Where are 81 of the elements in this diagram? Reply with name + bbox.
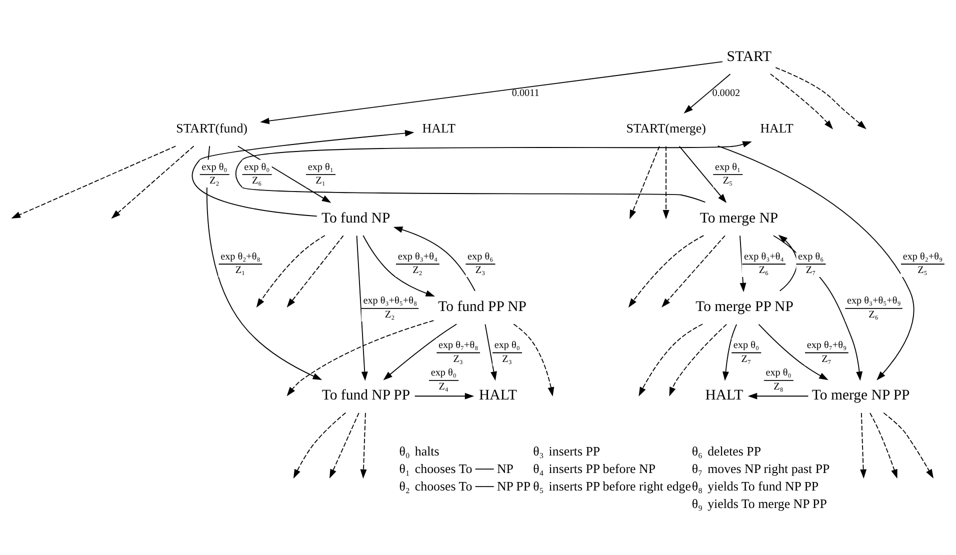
node-text: START(fund): [176, 120, 248, 136]
edge-label: exp θ₁ Z₅: [714, 162, 741, 187]
arrow: [111, 146, 194, 219]
edge-label: 0.0002: [712, 88, 740, 99]
node-text: To merge PP NP: [696, 299, 794, 316]
edge-label: exp θ₆ Z₃: [468, 251, 494, 276]
edge-label: exp θ₀ Z₂: [202, 162, 228, 187]
edge-label: exp θ₀ Z₈: [766, 368, 792, 392]
node-text: To fund NP PP: [322, 388, 410, 404]
arrow: [237, 146, 336, 203]
label: θ₆: [692, 443, 703, 458]
arrow: [748, 380, 809, 400]
arrow: [662, 146, 670, 220]
node-text: START: [726, 48, 772, 65]
edge-label: exp θ₃+θ₄ Z₂: [398, 251, 438, 276]
edge-label: exp θ₀ Z₃: [494, 340, 520, 365]
edge-label: exp θ₀ Z₇: [733, 340, 760, 365]
node-text: To fund PP NP: [438, 299, 526, 316]
node-text: HALT: [422, 120, 456, 136]
label: θ₈: [692, 478, 703, 494]
arrow: [630, 146, 660, 220]
edge-label: exp θ₀ Z₄: [430, 368, 456, 392]
edge-label: exp θ₀ Z₆: [244, 162, 270, 187]
edge-label: exp θ₃+θ₅+θ₈ Z₂: [363, 296, 418, 320]
arrow: [860, 412, 867, 479]
arrow: [286, 235, 344, 308]
arrow: [775, 67, 866, 130]
arrow: [513, 324, 554, 396]
node-text: To merge NP PP: [812, 388, 910, 404]
label: θ₄: [533, 460, 544, 476]
arrow: [360, 412, 367, 479]
arrow: [684, 74, 731, 114]
edge-label: exp θ₁ Z₁: [308, 162, 334, 187]
arrow: [770, 73, 834, 130]
label: inserts PP: [548, 443, 600, 458]
label: θ₇: [692, 460, 703, 476]
edge-label: exp θ₂+θ₈ Z₁: [220, 251, 260, 276]
label: θ₁: [399, 460, 410, 476]
arrow: [662, 235, 726, 308]
arrow: [414, 380, 474, 400]
node-text: To fund NP: [321, 210, 390, 226]
arrow: [669, 324, 727, 396]
node-text: START(merge): [626, 120, 706, 136]
label: θ₅: [533, 478, 544, 494]
label: θ₀: [399, 443, 410, 458]
arrow: [293, 412, 346, 479]
arrow: [329, 412, 360, 479]
arrow: [883, 412, 934, 479]
edge-label: exp θ₇+θ₉ Z₇: [806, 340, 847, 365]
arrow: [206, 146, 322, 380]
arrow: [235, 141, 752, 203]
arrow: [638, 324, 704, 396]
edge-label: exp θ₆ Z₇: [798, 251, 824, 276]
edge-label: exp θ₂+θ₉ Z₅: [902, 251, 943, 276]
arrow: [256, 235, 326, 308]
node-text: HALT: [705, 388, 744, 404]
node-text: To merge NP: [700, 210, 778, 226]
arrow: [192, 130, 414, 217]
arrow: [628, 235, 704, 308]
label: θ₂: [399, 478, 410, 494]
label: deletes PP: [708, 443, 762, 458]
label: inserts PP before right edge: [548, 478, 691, 494]
label: θ₉: [692, 496, 703, 512]
arrow: [260, 61, 723, 124]
label: chooses To ── NP PP: [414, 478, 531, 494]
arrow: [286, 320, 434, 396]
label: θ₃: [533, 443, 544, 458]
arrow: [870, 412, 898, 479]
label: chooses To ── NP: [414, 460, 514, 476]
label: yields To fund NP PP: [708, 478, 819, 494]
label: inserts PP before NP: [548, 460, 656, 476]
node-text: HALT: [760, 120, 794, 136]
label: moves NP right past PP: [708, 460, 830, 476]
label: yields To merge NP PP: [708, 496, 827, 512]
edge-label: exp θ₃+θ₅+θ₉ Z₆: [846, 296, 901, 320]
node-text: HALT: [479, 388, 518, 404]
arrow: [11, 146, 176, 218]
edge-label: exp θ₃+θ₄ Z₆: [744, 251, 784, 276]
edge-label: 0.0011: [512, 88, 540, 99]
arrow: [484, 324, 522, 381]
label: halts: [414, 443, 440, 458]
